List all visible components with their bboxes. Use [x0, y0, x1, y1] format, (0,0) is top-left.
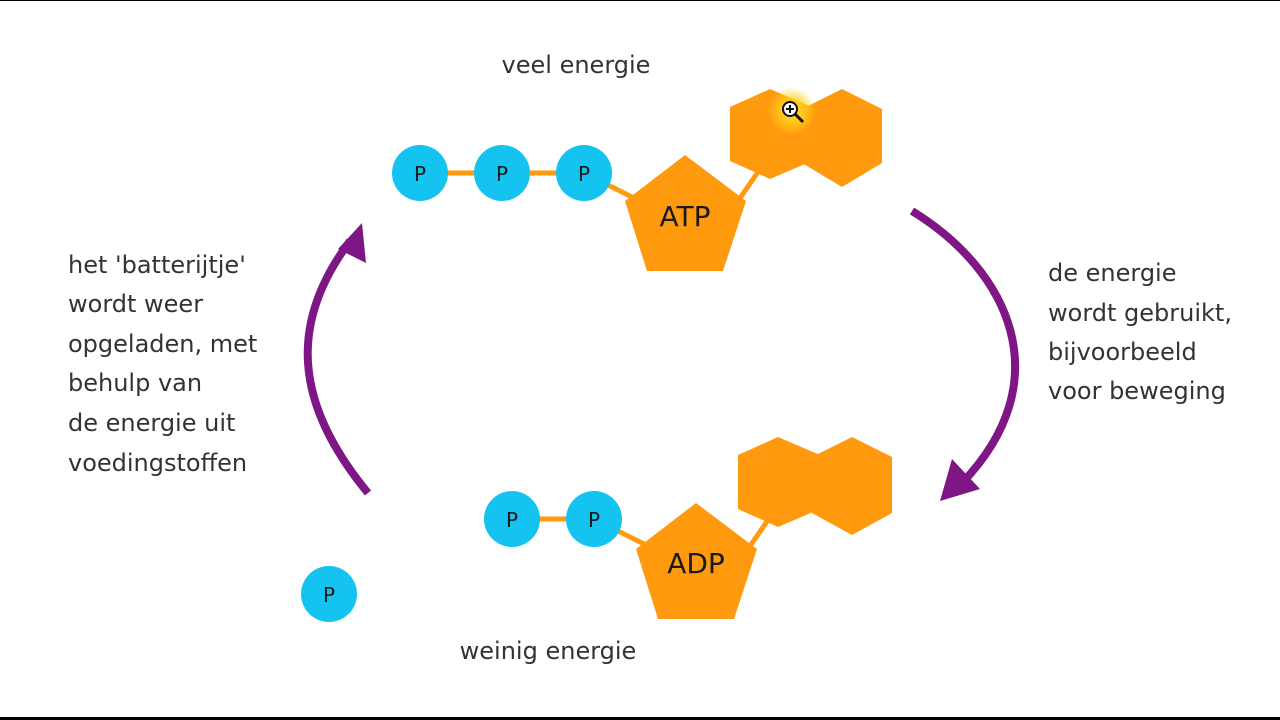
- left-text-line: het 'batterijtje': [68, 251, 246, 279]
- adp-ribose-pentagon: [636, 503, 757, 619]
- left-text-line: de energie uit: [68, 409, 235, 437]
- label-high-energy: veel energie: [502, 51, 651, 79]
- svg-text:P: P: [588, 508, 600, 532]
- left-description: het 'batterijtje' wordt weer opgeladen, …: [68, 251, 257, 477]
- atp-label: ATP: [660, 200, 711, 233]
- atp-phosphate-1: P: [392, 145, 448, 201]
- svg-text:P: P: [496, 162, 508, 186]
- adp-base-ring-1: [738, 437, 820, 527]
- recharge-arrow: [303, 223, 372, 496]
- atp-base-ring-2: [802, 89, 882, 187]
- adp-base-ring-2: [812, 437, 892, 535]
- right-text-line: wordt gebruikt,: [1048, 299, 1232, 327]
- svg-text:P: P: [578, 162, 590, 186]
- left-text-line: voedingstoffen: [68, 449, 247, 477]
- right-text-line: voor beweging: [1048, 377, 1226, 405]
- adp-molecule: P P ADP: [484, 437, 892, 619]
- atp-phosphate-2: P: [474, 145, 530, 201]
- atp-phosphate-3: P: [556, 145, 612, 201]
- atp-molecule: P P P ATP: [392, 89, 882, 271]
- energy-release-arrow: [909, 207, 1019, 501]
- right-text-line: de energie: [1048, 259, 1176, 287]
- adp-label: ADP: [667, 547, 725, 580]
- zoom-in-cursor-icon: [768, 87, 816, 135]
- right-text-line: bijvoorbeeld: [1048, 338, 1197, 366]
- atp-ribose-pentagon: [625, 155, 746, 271]
- left-text-line: behulp van: [68, 369, 202, 397]
- svg-text:P: P: [414, 162, 426, 186]
- svg-text:P: P: [323, 583, 335, 607]
- left-text-line: wordt weer: [68, 290, 203, 318]
- right-description: de energie wordt gebruikt, bijvoorbeeld …: [1048, 259, 1232, 405]
- adp-phosphate-2: P: [566, 491, 622, 547]
- svg-text:P: P: [506, 508, 518, 532]
- left-text-line: opgeladen, met: [68, 330, 257, 358]
- adp-phosphate-1: P: [484, 491, 540, 547]
- label-low-energy: weinig energie: [460, 637, 637, 665]
- free-phosphate: P: [301, 566, 357, 622]
